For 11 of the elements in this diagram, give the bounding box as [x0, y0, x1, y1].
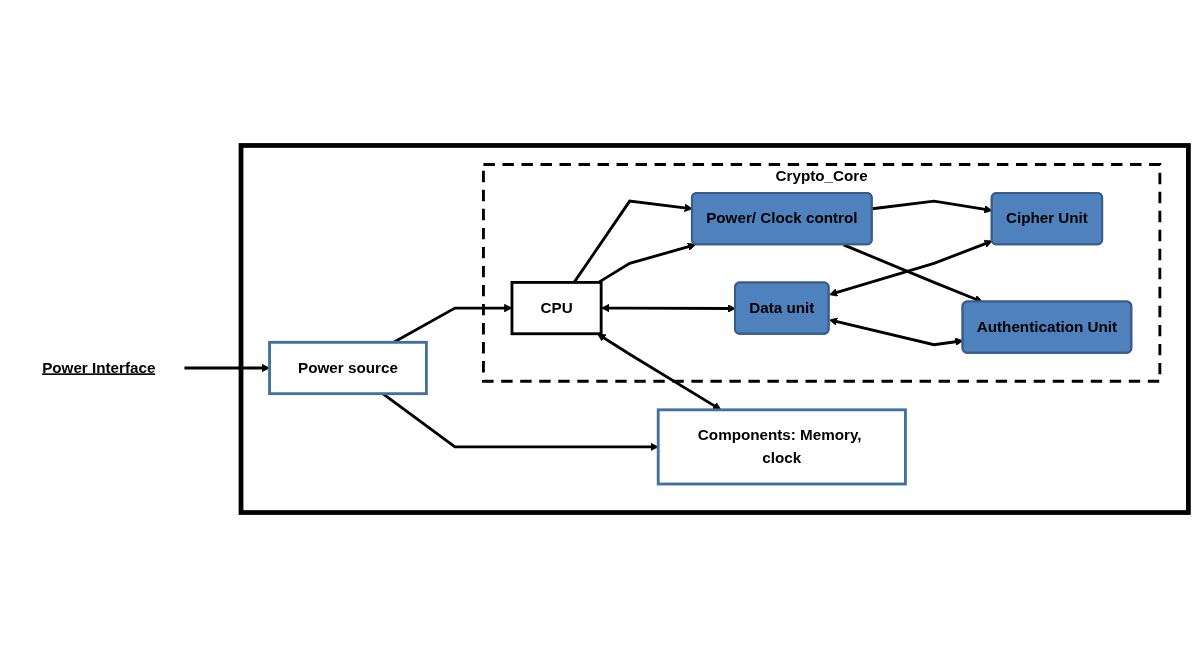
node-text: Power Interface: [41, 359, 155, 376]
node-box: Power source: [267, 340, 428, 396]
arrow: [828, 317, 963, 347]
node-box: CPU: [510, 281, 603, 336]
cluster: [238, 143, 1191, 515]
node-box: Components: Memory, clock: [656, 408, 907, 486]
arrow: [183, 363, 270, 373]
arrow: [871, 199, 992, 214]
arrow: [842, 243, 983, 303]
arrow: [597, 242, 696, 284]
arrow: [828, 239, 993, 297]
